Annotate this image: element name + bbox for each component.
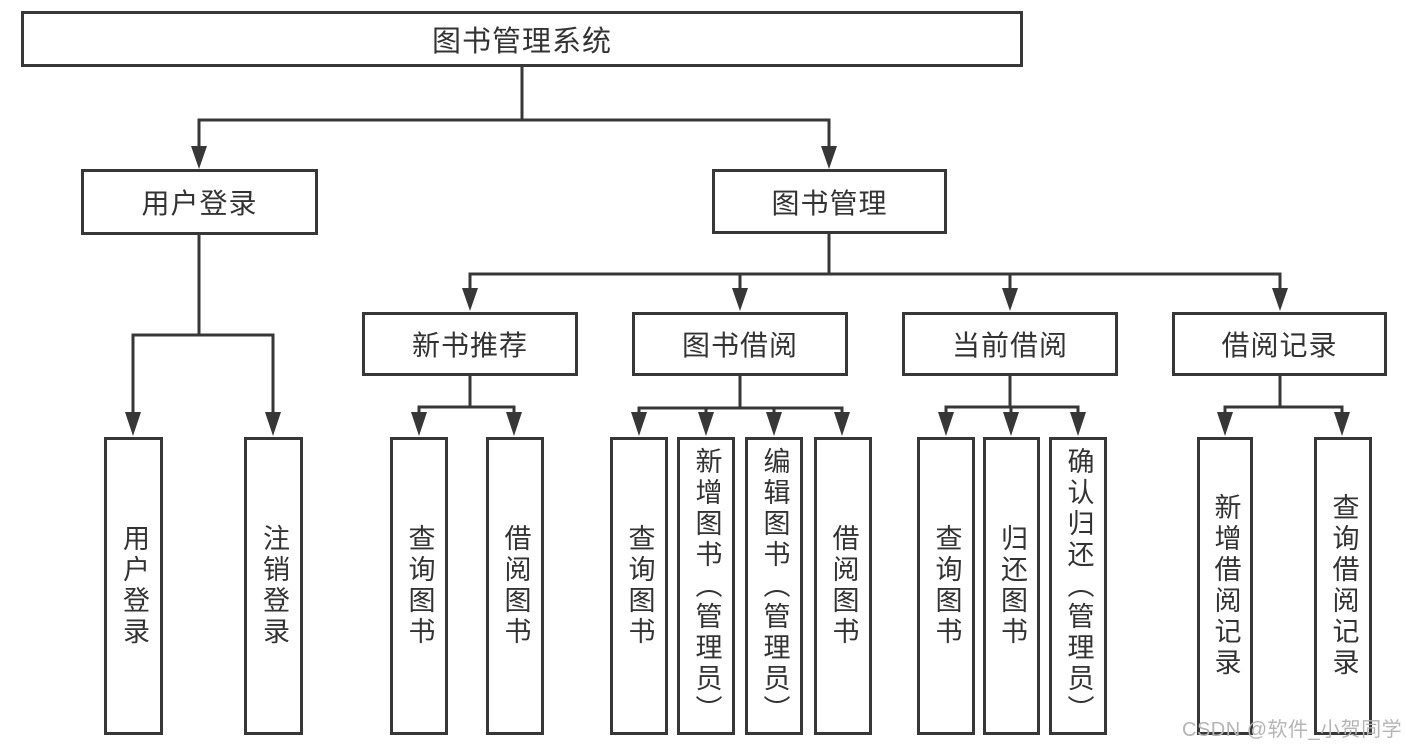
node-label: 用户登录	[119, 524, 149, 648]
leaf-edit-books-admin: 编辑图书（管理员）	[745, 437, 803, 735]
arrowhead	[191, 146, 207, 169]
leaf-add-books-admin: 新增图书（管理员）	[677, 437, 735, 735]
node-label: 当前借阅	[951, 330, 1068, 361]
arrowhead	[1272, 288, 1288, 311]
watermark: CSDN @软件_小贺同学	[1182, 719, 1403, 741]
arrowhead	[265, 412, 281, 436]
arrowhead	[1217, 412, 1233, 436]
arrowhead	[698, 412, 714, 436]
node-library-system: 图书管理系统	[21, 11, 1023, 67]
connector-book-management-branch	[462, 234, 1288, 311]
leaf-query-books-borrowing: 查询图书	[610, 437, 668, 735]
leaf-borrow-books-recommend: 借阅图书	[486, 437, 544, 735]
node-label: 查询图书	[931, 524, 962, 648]
connector-root-branch	[191, 67, 837, 169]
node-label: 编辑图书（管理员）	[759, 446, 790, 726]
node-label: 借阅图书	[500, 524, 531, 648]
arrowhead	[732, 288, 748, 311]
leaf-query-borrow-record: 查询借阅记录	[1314, 437, 1372, 735]
node-book-management: 图书管理	[712, 169, 947, 234]
arrowhead	[125, 412, 141, 436]
node-label: 注销登录	[259, 524, 289, 648]
leaf-borrow-books-borrowing: 借阅图书	[814, 437, 872, 735]
connector-user-login-branch	[125, 235, 281, 436]
node-borrowing-records: 借阅记录	[1172, 312, 1387, 376]
connector-book-borrowing-branch	[631, 376, 850, 436]
leaf-query-books-current: 查询图书	[917, 437, 975, 735]
node-current-borrowing: 当前借阅	[902, 312, 1118, 376]
arrowhead	[766, 412, 782, 436]
arrowhead	[938, 412, 954, 436]
node-label: 查询图书	[624, 524, 655, 648]
node-book-borrowing: 图书借阅	[632, 312, 848, 376]
node-label: 借阅记录	[1221, 330, 1338, 361]
node-label: 新书推荐	[411, 330, 528, 361]
connector-borrowing-records-branch	[1217, 375, 1350, 436]
arrowhead	[411, 412, 427, 436]
node-label: 查询图书	[404, 524, 435, 648]
leaf-logout: 注销登录	[244, 437, 303, 735]
arrowhead	[834, 412, 850, 436]
connector-current-borrowing-branch	[938, 376, 1086, 436]
leaf-user-login: 用户登录	[104, 437, 163, 735]
node-label: 归还图书	[997, 524, 1027, 648]
node-label: 新增借阅记录	[1210, 493, 1241, 679]
arrowhead	[1002, 288, 1018, 311]
arrowhead	[1070, 412, 1086, 436]
arrowhead	[1334, 412, 1350, 436]
node-label: 确认归还（管理员）	[1063, 446, 1094, 726]
arrowhead	[631, 412, 647, 436]
arrowhead	[462, 288, 478, 311]
node-label: 用户登录	[141, 188, 258, 219]
node-user-login: 用户登录	[81, 169, 318, 235]
node-label: 借阅图书	[828, 524, 859, 648]
node-label: 新增图书（管理员）	[691, 446, 722, 726]
node-label: 图书管理	[771, 187, 888, 219]
leaf-confirm-return-admin: 确认归还（管理员）	[1049, 437, 1107, 735]
leaf-add-borrow-record: 新增借阅记录	[1197, 437, 1253, 735]
arrowhead	[821, 146, 837, 169]
node-label: 查询借阅记录	[1328, 493, 1359, 679]
arrowhead	[506, 412, 522, 436]
node-label: 图书借阅	[681, 330, 798, 361]
leaf-query-books-recommend: 查询图书	[390, 437, 448, 735]
node-label: 图书管理系统	[431, 26, 612, 58]
arrowhead	[1003, 412, 1019, 436]
node-new-book-recommend: 新书推荐	[362, 312, 578, 376]
leaf-return-books: 归还图书	[983, 437, 1040, 735]
connector-new-book-branch	[411, 376, 522, 436]
